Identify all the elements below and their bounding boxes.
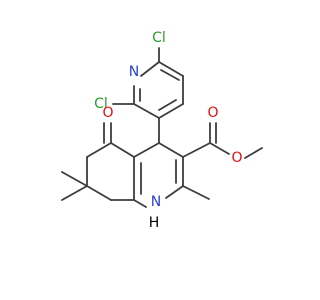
bond-pyridine-5 [133,103,160,119]
bond-pyridine-2 [158,61,184,77]
bond-ester-c [182,142,211,158]
bond-methyl-c2 [182,185,210,200]
atom-o-ester-ether: O [231,150,242,166]
molecule-canvas: Cl N Cl O O O N H [61,30,263,231]
bond-pyridine-2-double [160,69,180,81]
bond-dhp-6 [133,142,160,158]
atom-o-ester-carbonyl: O [207,105,218,121]
atom-cl-left: Cl [94,96,108,112]
bond-dhp-3 [165,185,184,199]
atom-n-amine: N [151,194,161,210]
atom-n-pyridine: N [129,64,139,80]
bond-ring-1 [86,142,112,158]
bond-pyridine-4 [158,103,184,119]
bond-ketone-c [110,142,135,158]
atom-h-amine: H [149,215,160,231]
molecule-structure: Cl N Cl O O O N H [61,30,263,231]
bond-gem-methyl-1 [61,171,88,187]
atom-cl-top: Cl [152,30,166,46]
bond-ester-methyl [244,147,263,159]
atom-o-ketone: O [102,105,113,121]
bond-pyridine-1 [140,61,160,77]
bond-gem-methyl-2 [61,185,88,201]
bond-dhp-4 [133,199,147,208]
bond-pyridine-4-double [158,99,177,111]
bond-ring-3 [86,185,112,201]
bond-ester-ether [209,142,230,155]
bond-dhp-1 [158,142,184,158]
